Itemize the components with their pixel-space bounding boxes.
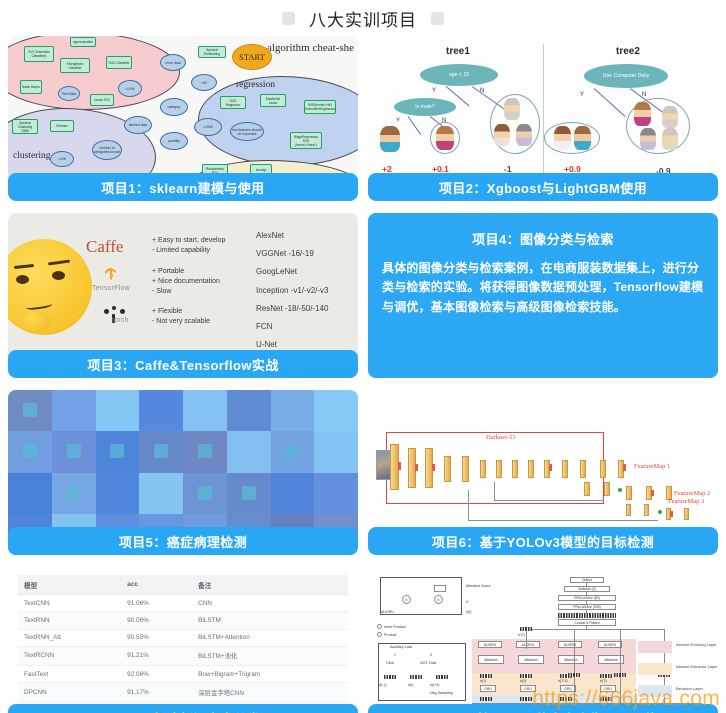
tree2-root: Use Computer Daily	[584, 64, 668, 88]
project-card-grid: algorithm cheat-she START clustering reg…	[0, 36, 726, 713]
tensorflow-label: TensorFlow	[92, 285, 130, 292]
project-card-8-title: 项目8：基于DIEN的电商广告CTR预估	[368, 704, 718, 713]
project-card-7-title: 项目7：新浪新闻文本分类	[8, 704, 358, 713]
table-row: TextRCNN 91.21% BiLSTM+池化	[18, 646, 348, 666]
col-acc: acc	[121, 575, 193, 596]
tree1-root: age < 15	[420, 64, 498, 86]
col-remark: 备注	[192, 575, 348, 596]
project-card-3[interactable]: Caffe + Easy to start, develop - Limited…	[8, 213, 358, 378]
legend-swatch-interest-evolving	[638, 641, 672, 653]
overlay-heading: 项目4：图像分类与检索	[472, 232, 614, 247]
tree1-child: is male?	[394, 98, 456, 116]
project-card-6-title: 项目6：基于YOLOv3模型的目标检测	[368, 527, 718, 555]
attention-score-label: Attention Score	[466, 584, 491, 588]
dien-architecture-image: h h Attention Score h' h(t) AUGRU Inner …	[368, 567, 718, 713]
table-row: TextRNN 90.06% BiLSTM	[18, 611, 348, 630]
legend-swatch-interest-extractor	[638, 663, 672, 675]
tensorflow-pros-cons: + Portable + Nice documentation - Slow	[152, 268, 220, 295]
tree1-label: tree1	[446, 46, 470, 57]
tree2-label: tree2	[616, 46, 640, 57]
tree1-score-1: +2	[382, 164, 392, 174]
sklearn-cheat-sheet-image: algorithm cheat-she START clustering reg…	[8, 36, 358, 201]
tensorflow-logo-icon	[105, 267, 116, 280]
cheatsheet-heading: algorithm cheat-she	[266, 42, 354, 54]
op-inner-product: Inner Product	[384, 625, 406, 629]
caffe-logo-text: Caffe	[86, 237, 124, 256]
tree1-score-3: -1	[504, 164, 512, 174]
torch-pros-cons: + Flexible - Not very scalable	[152, 308, 210, 325]
legend-label-interest-extractor: Interest Extractor Layer	[676, 664, 718, 669]
region-label-clustering: clustering	[13, 151, 51, 161]
project-card-1-title: 项目1：sklearn建模与使用	[8, 173, 358, 201]
xgboost-trees-image: tree1 tree2 age < 15 Y N is male? Y N +2…	[368, 36, 718, 201]
caffe-pros-cons: + Easy to start, develop - Limited capab…	[152, 237, 226, 254]
project-card-4[interactable]: (a) 不进行分类时检索结果 (a) The retrieval results…	[368, 213, 718, 378]
featuremap-1-label: FeatureMap 1	[634, 463, 671, 470]
col-model: 模型	[18, 575, 122, 596]
page-title: 八大实训项目	[309, 10, 417, 30]
project-card-2-title: 项目2：Xgboost与LightGBM使用	[368, 173, 718, 201]
project-card-1[interactable]: algorithm cheat-she START clustering reg…	[8, 36, 358, 201]
thinking-face-emoji-icon	[8, 239, 92, 335]
table-row: TextCNN 91.06% CNN	[18, 594, 348, 613]
table-row: DPCNN 91.17% 深层金字塔CNN	[18, 682, 348, 703]
neg-sampling-label: Neg Sampling	[430, 691, 453, 695]
project-card-4-description-overlay: 项目4：图像分类与检索 具体的图像分类与检索案例，在电商服装数据集上，进行分类与…	[368, 213, 718, 378]
region-label-regression: regression	[236, 80, 276, 90]
model-accuracy-table-image: 模型 acc 备注 TextCNN 91.06% CNN TextRNN 90.…	[8, 567, 358, 713]
page-header: 八大实训项目	[0, 0, 726, 36]
project-card-5[interactable]: 项目5：癌症病理检测	[8, 390, 358, 555]
legend-swatch-behavior	[638, 685, 672, 697]
project-card-6[interactable]: Darknet-53 FeatureMap 1	[368, 390, 718, 555]
table-row: TextRNN_Att 90.55% BiLSTM+Attention	[18, 629, 348, 647]
project-card-5-title: 项目5：癌症病理检测	[8, 527, 358, 555]
tree2-score-2: -0.9	[656, 166, 671, 176]
op-product: Product	[384, 633, 397, 637]
tree2-score-1: +0.9	[564, 164, 581, 174]
tree1-score-2: +0.1	[432, 164, 449, 174]
project-card-8[interactable]: h h Attention Score h' h(t) AUGRU Inner …	[368, 567, 718, 713]
legend-label-interest-evolving: Interest Evolving Layer	[676, 642, 717, 647]
featuremap-3-label: FeatureMap 3	[668, 498, 705, 505]
project-card-3-title: 项目3：Caffe&Tensorflow实战	[8, 350, 358, 378]
network-list: AlexNet VGGNet -16/-19 GoogLeNet Incepti…	[256, 231, 329, 350]
project-card-2[interactable]: tree1 tree2 age < 15 Y N is male? Y N +2…	[368, 36, 718, 201]
square-ornament-icon	[431, 11, 444, 25]
legend-label-behavior: Behavior Layer	[676, 686, 703, 691]
square-ornament-icon	[282, 11, 295, 25]
auxiliary-loss-label: Auxiliary Loss	[390, 645, 413, 649]
model-accuracy-table: 模型 acc 备注 TextCNN 91.06% CNN TextRNN 90.…	[18, 575, 348, 713]
featuremap-2-label: FeatureMap 2	[674, 490, 711, 497]
torch-label: torch	[112, 317, 129, 324]
start-node: START	[232, 44, 272, 70]
table-row: FastText 92.06% Bow+Bigram+Trigram	[18, 665, 348, 684]
table-header-row: 模型 acc 备注	[18, 575, 348, 596]
overlay-body: 具体的图像分类与检索案例，在电商服装数据集上，进行分类与检索的实验。将获得图像数…	[382, 261, 704, 314]
darknet53-label: Darknet-53	[486, 434, 516, 441]
project-card-7[interactable]: 模型 acc 备注 TextCNN 91.06% CNN TextRNN 90.…	[8, 567, 358, 713]
